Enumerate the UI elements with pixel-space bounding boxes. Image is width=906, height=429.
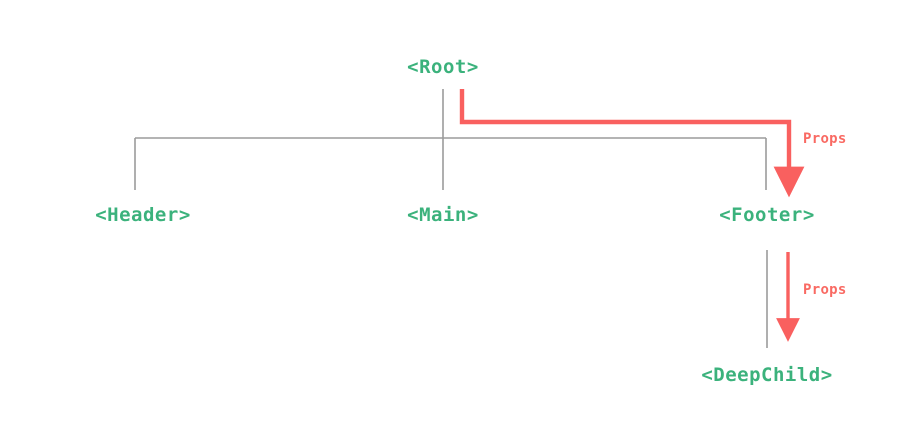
node-footer[interactable]: <Footer> (719, 204, 815, 226)
props-label-footer-deepchild: Props (803, 282, 847, 298)
props-arrow-root-to-footer (459, 89, 805, 198)
node-header[interactable]: <Header> (95, 204, 191, 226)
node-root[interactable]: <Root> (407, 56, 479, 78)
node-deepchild[interactable]: <DeepChild> (701, 364, 833, 386)
props-label-root-footer: Props (803, 131, 847, 147)
node-main[interactable]: <Main> (407, 204, 479, 226)
